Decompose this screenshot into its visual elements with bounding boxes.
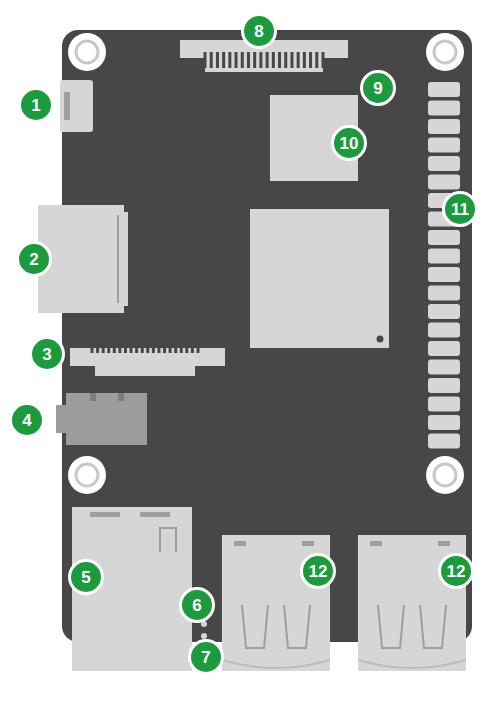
callout-number: 2 — [16, 241, 52, 277]
connector-pin — [204, 52, 207, 68]
connector-pin — [322, 52, 325, 68]
callout-number: 5 — [68, 559, 104, 595]
connector-pin — [152, 339, 155, 353]
connector-pin — [163, 339, 166, 353]
connector-pin — [272, 52, 275, 68]
connector-pin — [96, 339, 99, 353]
connector-pin — [124, 339, 127, 353]
callout-number: 6 — [179, 587, 215, 623]
audio-jack — [56, 393, 147, 445]
callout-number: 12 — [300, 553, 336, 589]
connector-pin — [235, 52, 238, 68]
connector-pin — [259, 52, 262, 68]
callout-number: 8 — [241, 13, 277, 49]
gpio-header — [426, 80, 462, 452]
connector-pin — [169, 339, 172, 353]
connector-pin — [303, 52, 306, 68]
connector-pin — [222, 52, 225, 68]
connector-pin — [91, 339, 94, 353]
micro-usb — [60, 80, 93, 132]
connector-pin — [253, 52, 256, 68]
connector-pin — [174, 339, 177, 353]
connector-pin — [216, 52, 219, 68]
connector-pin — [290, 52, 293, 68]
connector-pin — [102, 339, 105, 353]
callout-number: 9 — [360, 70, 396, 106]
connector-pin — [241, 52, 244, 68]
connector-pin — [210, 52, 213, 68]
connector-pin — [135, 339, 138, 353]
connector-pin — [315, 52, 318, 68]
callout-number: 10 — [331, 125, 367, 161]
connector-pin — [157, 339, 160, 353]
connector-pin — [228, 52, 231, 68]
connector-pin — [107, 339, 110, 353]
connector-pin — [284, 52, 287, 68]
soc-chip — [250, 209, 389, 348]
callout-number: 7 — [188, 639, 224, 675]
connector-pin — [191, 339, 194, 353]
connector-pin — [185, 339, 188, 353]
connector-pin — [180, 339, 183, 353]
connector-pin — [197, 339, 200, 353]
callout-number: 1 — [18, 87, 54, 123]
connector-pin — [309, 52, 312, 68]
connector-pin — [278, 52, 281, 68]
connector-pin — [146, 339, 149, 353]
connector-pin — [297, 52, 300, 68]
connector-pin — [130, 339, 133, 353]
leds — [201, 621, 207, 639]
connector-pin — [266, 52, 269, 68]
ribbon-connector-display — [70, 339, 225, 376]
connector-pin — [113, 339, 116, 353]
callout-number: 4 — [9, 402, 45, 438]
callout-number: 3 — [29, 336, 65, 372]
connector-pin — [141, 339, 144, 353]
connector-pin — [118, 339, 121, 353]
callout-number: 11 — [442, 191, 478, 227]
callout-number: 12 — [438, 553, 474, 589]
connector-pin — [247, 52, 250, 68]
